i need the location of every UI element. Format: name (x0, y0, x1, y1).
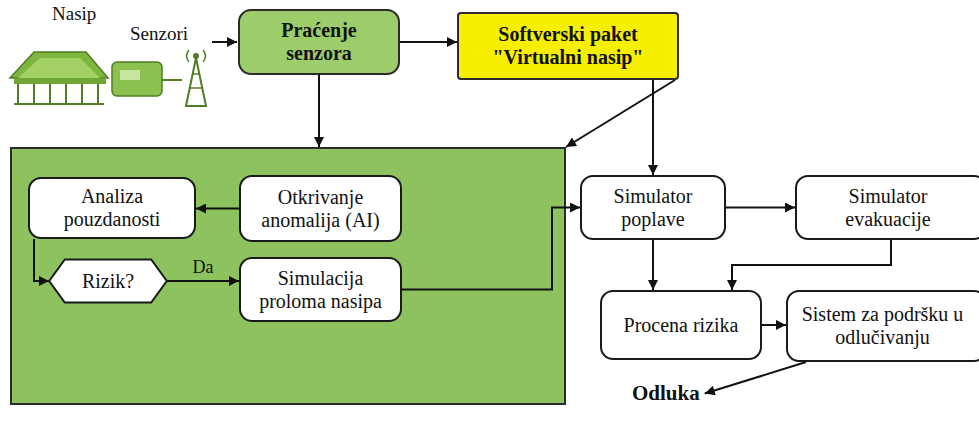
process-box: Simulator evakuacije (795, 175, 979, 240)
node-text: Sistem za podršku u odlučivanju (796, 303, 969, 349)
flow-arrow (652, 80, 654, 175)
flow-arrow (402, 208, 580, 290)
decision-hexagon: Rizik? (48, 259, 168, 303)
process-box: Simulator poplave (580, 175, 726, 240)
flow-arrow (652, 240, 654, 290)
software-box: Softverski paket "Virtualni nasip" (457, 12, 679, 80)
node-text: Procena rizika (624, 314, 739, 337)
flow-arrow (566, 80, 675, 147)
process-box: Sistem za podršku u odlučivanju (786, 290, 979, 362)
flow-arrow (762, 324, 786, 326)
illustration-label: Senzori (130, 24, 188, 45)
group-region: Analiza pouzdanosti Otkrivanje anomalija … (10, 147, 566, 405)
node-text: Simulacija proloma nasipa (249, 267, 392, 313)
flow-arrow (167, 280, 239, 282)
node-text: Simulator poplave (590, 185, 716, 231)
process-box: Praćenje senzora (238, 9, 400, 75)
process-box: Procena rizika (600, 290, 762, 360)
node-text: Rizik? (82, 270, 134, 293)
flow-arrow (34, 239, 49, 281)
flow-arrow (400, 41, 457, 43)
node-text: Otkrivanje anomalija (AI) (249, 186, 392, 232)
flow-arrow (726, 207, 795, 209)
output-arrow (705, 362, 806, 394)
decision-output: Odluka (632, 382, 700, 405)
node-text: Analiza pouzdanosti (38, 185, 186, 231)
node-text: Simulator evakuacije (805, 185, 971, 231)
process-box: Otkrivanje anomalija (AI) (239, 175, 402, 242)
node-text: Praćenje senzora (248, 19, 390, 65)
node-text: Softverski paket "Virtualni nasip" (467, 23, 669, 69)
edge-label: Da (193, 257, 214, 278)
flow-arrow (318, 75, 320, 147)
process-box: Simulacija proloma nasipa (239, 257, 402, 322)
process-box: Analiza pouzdanosti (28, 177, 196, 239)
flow-arrow (732, 240, 891, 290)
flow-arrow (196, 208, 239, 210)
illustration-label: Nasip (52, 4, 96, 25)
